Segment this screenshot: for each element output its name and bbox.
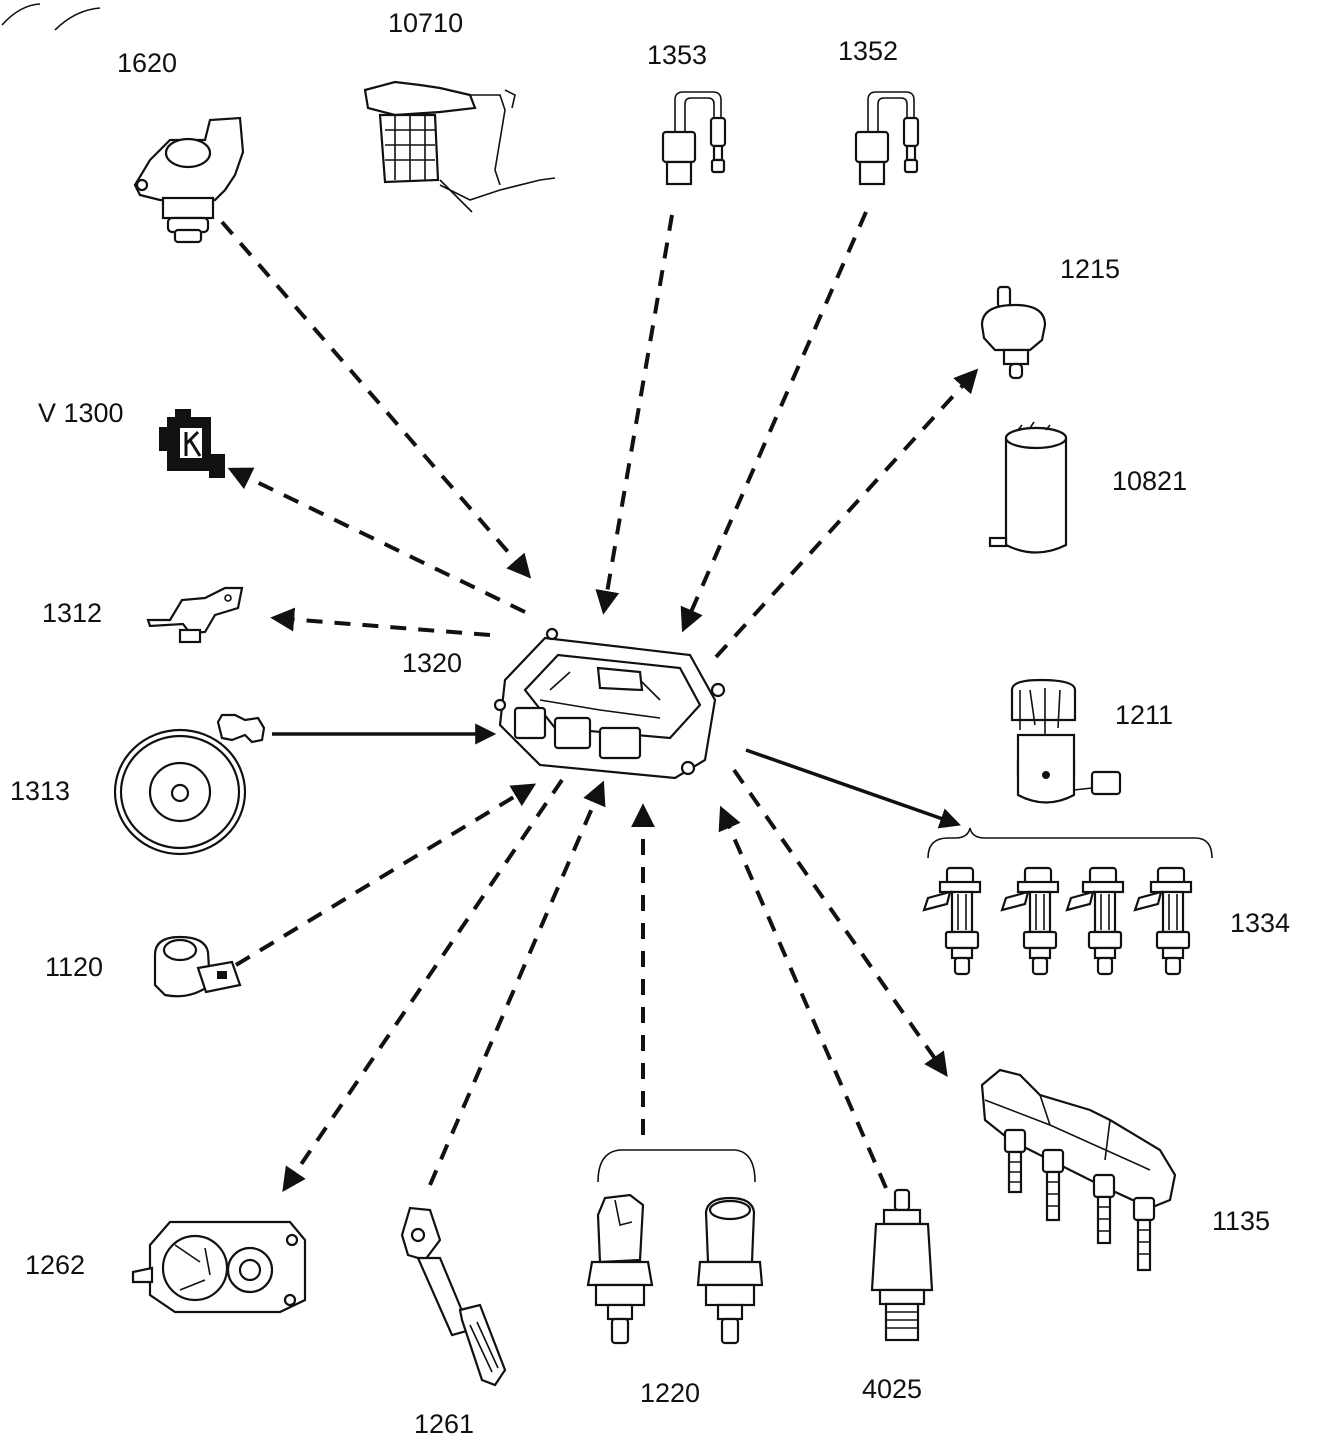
label-1211: 1211 (1115, 700, 1173, 730)
label-1313: 1313 (10, 776, 70, 806)
component-1135 (982, 1070, 1175, 1270)
component-10710 (365, 82, 555, 212)
arrow-4025 (722, 810, 886, 1188)
coil-boot (1043, 1150, 1063, 1220)
injector (1135, 868, 1191, 974)
arrow-1215 (716, 372, 975, 657)
label-1352: 1352 (838, 36, 898, 66)
component-1620 (135, 118, 243, 242)
ecu-icon (495, 629, 724, 778)
brace-1220 (598, 1150, 755, 1182)
arrow-v1300 (232, 470, 525, 612)
label-1215: 1215 (1060, 254, 1120, 284)
arrow-1312 (275, 618, 490, 635)
arrow-1334 (746, 750, 957, 824)
arrow-1352 (684, 212, 866, 628)
arrow-1261 (430, 785, 602, 1185)
label-v1300: V 1300 (38, 398, 124, 428)
component-1215 (982, 287, 1045, 378)
arrow-1135 (734, 770, 945, 1073)
injector (1002, 868, 1058, 974)
temp-sensor-a (588, 1195, 652, 1343)
arrow-1353 (604, 215, 672, 610)
component-1120 (155, 937, 240, 996)
arrow-1620 (222, 222, 528, 575)
label-4025: 4025 (862, 1374, 922, 1404)
engine-warning-icon (160, 410, 224, 477)
component-4025 (872, 1190, 932, 1340)
injector (924, 868, 980, 974)
label-1135: 1135 (1212, 1206, 1270, 1236)
temp-sensor-b (698, 1198, 762, 1343)
coil-boot (1005, 1130, 1025, 1192)
label-1353: 1353 (647, 40, 707, 70)
corner-fragment (2, 4, 100, 30)
component-1313 (115, 715, 264, 854)
component-1312 (148, 588, 242, 642)
label-1312: 1312 (42, 598, 102, 628)
arrow-1262 (285, 780, 562, 1188)
label-1261: 1261 (414, 1409, 474, 1439)
label-10821: 10821 (1112, 466, 1187, 496)
label-1620: 1620 (117, 48, 177, 78)
component-1334 (924, 868, 1191, 974)
coil-boot (1094, 1175, 1114, 1243)
component-1353 (663, 92, 725, 184)
component-1352 (856, 92, 918, 184)
label-10710: 10710 (388, 8, 463, 38)
label-1334: 1334 (1230, 908, 1290, 938)
label-1320: 1320 (402, 648, 462, 678)
component-1262 (133, 1222, 305, 1312)
label-1262: 1262 (25, 1250, 85, 1280)
component-10821 (990, 422, 1066, 553)
component-1220 (588, 1195, 762, 1343)
component-1261 (402, 1208, 505, 1385)
label-1120: 1120 (45, 952, 103, 982)
component-1211 (1012, 680, 1120, 803)
arrow-1120 (236, 786, 532, 965)
label-1220: 1220 (640, 1378, 700, 1408)
coil-boot (1134, 1198, 1154, 1270)
injector (1067, 868, 1123, 974)
brace-1334 (928, 828, 1212, 858)
